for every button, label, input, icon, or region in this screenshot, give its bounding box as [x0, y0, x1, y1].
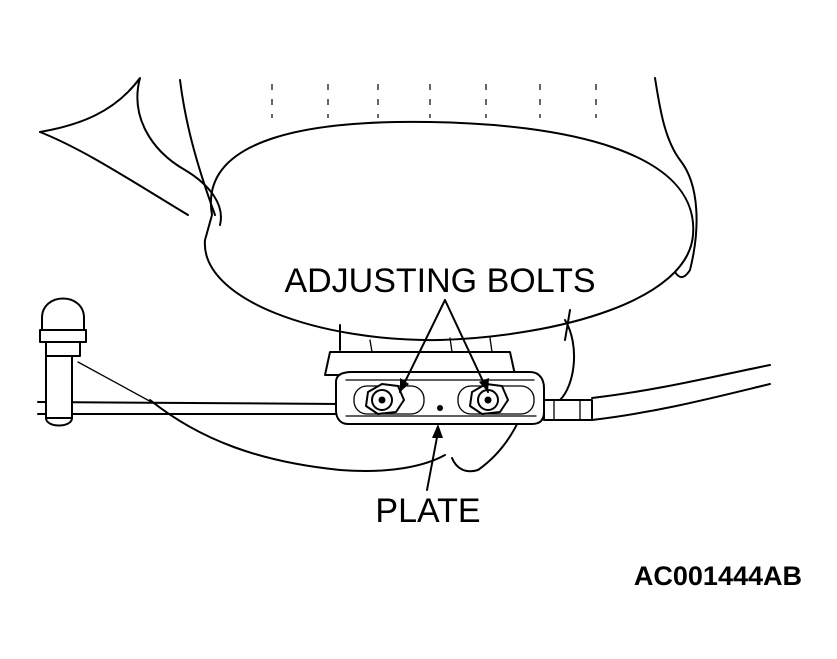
transmission-case [39, 77, 698, 376]
control-cable [543, 364, 771, 421]
plate-leader [426, 424, 443, 491]
lower-housing [149, 319, 576, 473]
linkage-rod [37, 361, 341, 415]
plate-label: PLATE [375, 492, 480, 530]
adjusting-bolts-label: ADJUSTING BOLTS [284, 262, 595, 300]
shift-lever [39, 297, 87, 427]
figure-id: AC001444AB [634, 561, 802, 591]
adjusting-bolt-right [469, 383, 509, 415]
adjusting-bolts-leader [399, 299, 489, 393]
adjusting-bolt-left [365, 383, 405, 415]
